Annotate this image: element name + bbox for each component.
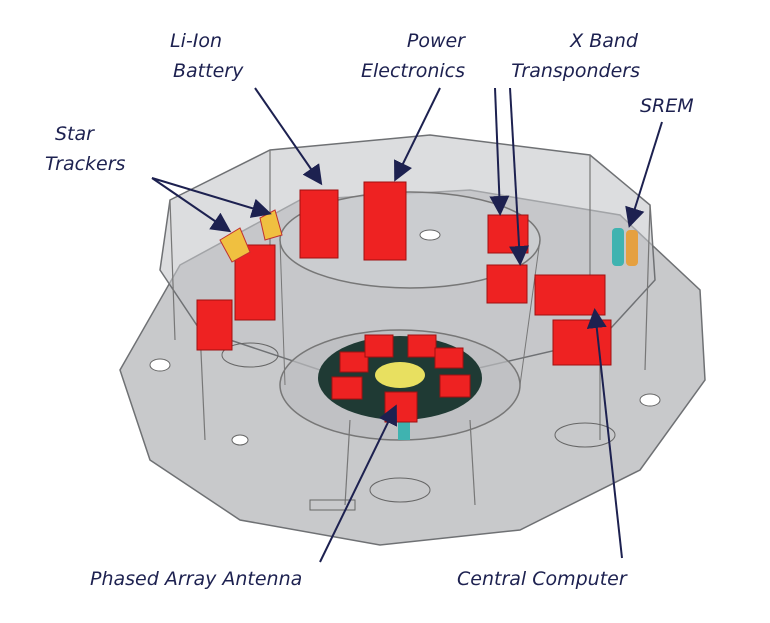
label-srem: SREM xyxy=(640,95,694,117)
label-battery: Battery xyxy=(173,60,244,82)
antenna-feed xyxy=(398,420,410,440)
label-transponders: Transponders xyxy=(511,60,640,82)
label-central-computer: Central Computer xyxy=(457,568,628,590)
label-li-ion: Li-Ion xyxy=(170,30,222,52)
label-power: Power xyxy=(407,30,466,52)
srem-teal xyxy=(612,228,624,266)
leader-arrows xyxy=(151,87,663,563)
star-tracker-1 xyxy=(219,227,251,263)
red-components xyxy=(196,181,612,366)
label-star: Star xyxy=(55,123,95,145)
label-electronics: Electronics xyxy=(361,60,465,82)
label-phased-array-antenna: Phased Array Antenna xyxy=(90,568,302,590)
antenna-elements xyxy=(331,334,471,423)
antenna-center xyxy=(375,362,425,388)
srem-orange xyxy=(626,230,638,266)
mount-holes xyxy=(149,229,661,511)
label-trackers: Trackers xyxy=(45,153,126,175)
label-x-band: X Band xyxy=(569,30,639,52)
